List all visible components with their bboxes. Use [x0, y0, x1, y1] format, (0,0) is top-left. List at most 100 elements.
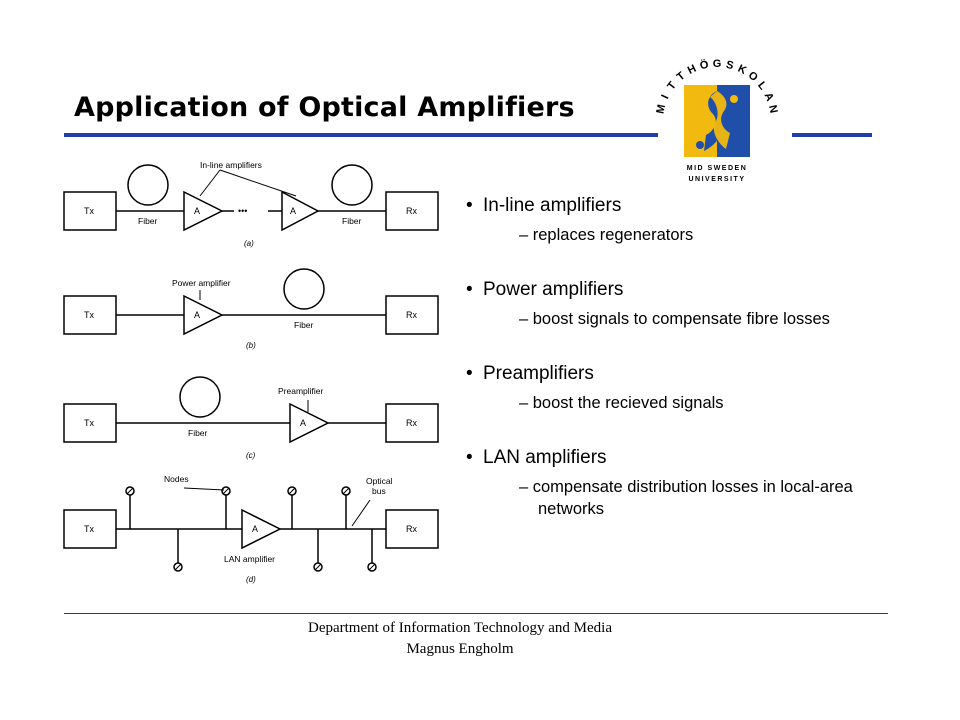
diagram-b: Power amplifier Tx Rx A Fiber (b)	[63, 268, 439, 350]
amp-b-label: A	[194, 310, 200, 320]
caption-b: (b)	[246, 341, 256, 350]
bullet-sub: – boost signals to compensate fibre loss…	[519, 310, 830, 328]
amp-d	[241, 508, 282, 550]
amp-c-label: A	[300, 418, 306, 428]
footer-author: Magnus Engholm	[406, 641, 514, 657]
tx-d: Tx	[84, 524, 94, 534]
pointer-a2	[219, 169, 297, 197]
rx-d: Rx	[406, 524, 417, 534]
logo-arc-letter: N	[766, 104, 779, 114]
node-slash	[314, 563, 322, 571]
bus-label-1: Optical	[366, 476, 393, 486]
label-a: In-line amplifiers	[200, 160, 262, 170]
node-slash	[126, 487, 134, 495]
tx-a: Tx	[84, 206, 94, 216]
node-slash	[174, 563, 182, 571]
bullet-group-inline: •In-line amplifiers – replaces regenerat…	[466, 195, 926, 246]
node-icon	[173, 562, 183, 572]
logo-arc-letter: T	[665, 79, 679, 92]
fiber-loop-a1	[127, 164, 169, 206]
caption-a: (a)	[244, 239, 254, 248]
logo-arc-letter: Ö	[698, 58, 710, 73]
logo-dot-blue	[696, 141, 704, 149]
rx-a: Rx	[406, 206, 417, 216]
pointer-d-nodes	[183, 487, 225, 491]
bullet-heading: • LAN amplifiers	[466, 447, 926, 469]
fiber-loop-c	[179, 376, 221, 418]
footer-rule	[64, 613, 888, 614]
caption-d: (d)	[246, 575, 256, 584]
logo-s-shape-right	[710, 91, 730, 149]
lan-nodes	[125, 486, 377, 572]
bullet-group-power: • Power amplifiers – boost signals to com…	[466, 279, 926, 330]
title-rule-right	[792, 133, 872, 137]
title-rule-left	[64, 133, 658, 137]
amp-d-label: A	[252, 524, 258, 534]
logo-arc-letter: O	[746, 69, 761, 84]
diagram-c: Preamplifier Tx Rx A Fiber (c)	[63, 376, 439, 460]
diagram-d: Nodes Optical bus Tx Rx A LAN amplifier …	[63, 474, 439, 584]
bullet-heading: • Power amplifiers	[466, 279, 926, 301]
fiber-a1: Fiber	[138, 216, 158, 226]
bullet-sub: – boost the recieved signals	[519, 394, 724, 412]
node-slash	[222, 487, 230, 495]
diagram-a: In-line amplifiers Tx Rx A A ••• Fiber F…	[63, 160, 439, 248]
bullet-dot-icon: •	[466, 363, 473, 384]
logo-dot-yellow	[730, 95, 738, 103]
bullet-group-lan: • LAN amplifiers – compensate distributio…	[466, 447, 926, 520]
tx-b: Tx	[84, 310, 94, 320]
amp-c	[289, 402, 330, 444]
node-icon	[313, 562, 323, 572]
logo-arc-letter: I	[659, 93, 671, 101]
rx-b: Rx	[406, 310, 417, 320]
logo-arc-letter: T	[675, 70, 688, 84]
bullet-heading: • In-line amplifiers	[466, 195, 926, 217]
logo-arc-letter: L	[755, 80, 769, 93]
node-slash	[342, 487, 350, 495]
amp-a1	[183, 190, 224, 232]
logo-line2: UNIVERSITY	[688, 176, 745, 183]
bullet-dot-icon: •	[466, 195, 473, 216]
slide-title: Application of Optical Amplifiers	[74, 92, 575, 123]
bullet-sub: – compensate distribution losses in loca…	[519, 478, 853, 518]
bullet-heading: • Preamplifiers	[466, 363, 926, 385]
logo-arc-letter: S	[725, 59, 735, 72]
rx-c: Rx	[406, 418, 417, 428]
lan-amp-label: LAN amplifier	[224, 554, 275, 564]
amp-a2-label: A	[290, 206, 296, 216]
amp-b	[183, 294, 224, 336]
amp-a2	[281, 190, 320, 232]
bullet-group-preamp: • Preamplifiers – boost the recieved sign…	[466, 363, 926, 414]
bullet-dot-icon: •	[466, 447, 473, 468]
fiber-a2: Fiber	[342, 216, 362, 226]
logo-arc-letter: K	[736, 63, 748, 77]
fiber-loop-b	[283, 268, 325, 310]
fiber-loop-a2	[331, 164, 373, 206]
caption-c: (c)	[246, 451, 256, 460]
node-icon	[221, 486, 231, 496]
footer-department: Department of Information Technology and…	[308, 620, 612, 636]
node-slash	[368, 563, 376, 571]
ellipsis-a: •••	[238, 206, 247, 216]
node-icon	[125, 486, 135, 496]
node-icon	[287, 486, 297, 496]
logo-arc-letter: A	[762, 91, 776, 103]
bullet-heading-text: In-line amplifiers	[483, 195, 622, 216]
pointer-d-bus	[351, 499, 371, 527]
amp-a1-label: A	[194, 206, 200, 216]
label-c: Preamplifier	[278, 386, 324, 396]
bullet-heading-text: Power amplifiers	[483, 279, 624, 300]
node-icon	[341, 486, 351, 496]
bullet-dot-icon: •	[466, 279, 473, 300]
bullet-heading-text: Preamplifiers	[483, 363, 594, 384]
bullet-heading-text: LAN amplifiers	[483, 447, 607, 468]
fiber-c: Fiber	[188, 428, 208, 438]
amplifier-diagrams: In-line amplifiers Tx Rx A A ••• Fiber F…	[63, 160, 439, 584]
label-b: Power amplifier	[172, 278, 231, 288]
fiber-b: Fiber	[294, 320, 314, 330]
tx-c: Tx	[84, 418, 94, 428]
node-icon	[367, 562, 377, 572]
